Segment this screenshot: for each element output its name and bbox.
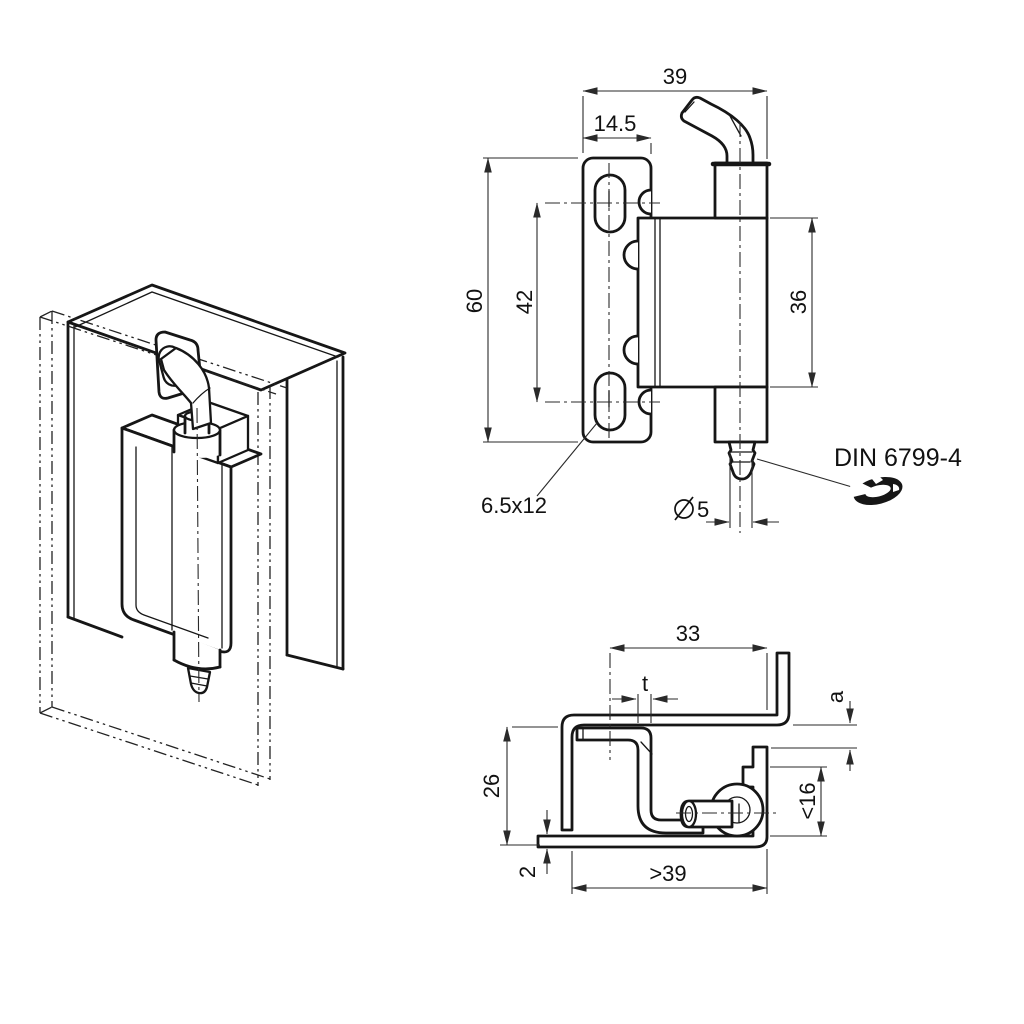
slot-size-label: 6.5x12 — [481, 493, 547, 518]
hinge-leaf-profile — [575, 726, 705, 835]
dim-60-label: 60 — [462, 289, 487, 313]
ext-pin-dia — [729, 452, 753, 528]
door-sheet-profile — [560, 651, 791, 832]
ext-a — [771, 724, 857, 749]
lever-tip-chamfer — [684, 101, 695, 113]
isometric-view — [39, 283, 347, 786]
ext-39 — [582, 96, 768, 159]
front-dimensions: 39 14.5 60 42 36 6.5x12 5 DIN 6799- — [462, 64, 962, 528]
retaining-ring-label: DIN 6799-4 — [834, 444, 962, 472]
hinge-case — [636, 216, 769, 389]
frame-sheet-profile — [536, 745, 769, 849]
diameter-symbol-icon — [674, 496, 694, 521]
retaining-ring-icon — [849, 475, 903, 505]
dim-26-label: 26 — [479, 774, 504, 798]
pin-dia-label: 5 — [697, 497, 709, 522]
dim-16-label: <16 — [795, 782, 820, 819]
front-view: 39 14.5 60 42 36 6.5x12 5 DIN 6799- — [462, 64, 962, 533]
dim-2-label: 2 — [515, 866, 540, 878]
pin-cylinder-cap-inner — [684, 805, 694, 823]
lever-strap — [159, 346, 213, 431]
pin-block-upper — [713, 161, 769, 220]
pin-cylinder-cap — [680, 799, 698, 829]
ext-t — [637, 694, 652, 723]
dim-39min-label: >39 — [649, 861, 686, 886]
curl-bump-bottom — [622, 334, 639, 366]
frame-bottom-edge — [66, 615, 124, 639]
pin-tip — [727, 440, 757, 481]
hinge-body-inset-line — [135, 446, 209, 639]
lever-bend-line — [729, 115, 742, 137]
slot-size-leader — [536, 422, 598, 497]
door-phantom-bottom-far — [51, 706, 271, 780]
pin-block-lower — [713, 385, 769, 444]
iso-hinge — [120, 330, 263, 703]
knuckle-bottom-rim — [172, 658, 222, 671]
pin-tip-ring2 — [190, 682, 208, 687]
section-view: 33 t a <16 26 2 >39 — [479, 621, 857, 894]
lever-strap-fold-line — [192, 387, 211, 404]
dim-36-label: 36 — [786, 290, 811, 314]
leaf-bend-line — [640, 741, 653, 755]
iso-frame-channel — [66, 283, 347, 671]
lever-handle — [679, 95, 755, 165]
ext-60 — [483, 157, 578, 443]
dim-39-label: 39 — [663, 64, 687, 89]
knuckle-bottom-fill — [174, 632, 220, 669]
dim-14_5-label: 14.5 — [594, 111, 637, 136]
plate-notch-top — [637, 188, 652, 216]
frame-flange-bottom-edge — [285, 653, 345, 671]
section-dimensions: 33 t a <16 26 2 >39 — [479, 621, 857, 894]
dim-42-label: 42 — [512, 290, 537, 314]
door-phantom-bottom-near — [39, 712, 259, 786]
retaining-ring-leader — [756, 458, 853, 488]
section-geometry — [536, 651, 791, 849]
door-phantom-bottom-cap — [39, 706, 53, 714]
door-phantom-top-cap — [39, 310, 53, 318]
front-hinge-geometry — [545, 95, 772, 533]
frame-top-face-inner-line — [74, 291, 339, 358]
pin-axis-centerline — [196, 407, 200, 703]
curl-bump-top — [622, 239, 639, 271]
dim-33-label: 33 — [676, 621, 700, 646]
dim-t-label: t — [642, 671, 648, 696]
dim-a-label: a — [823, 690, 848, 703]
